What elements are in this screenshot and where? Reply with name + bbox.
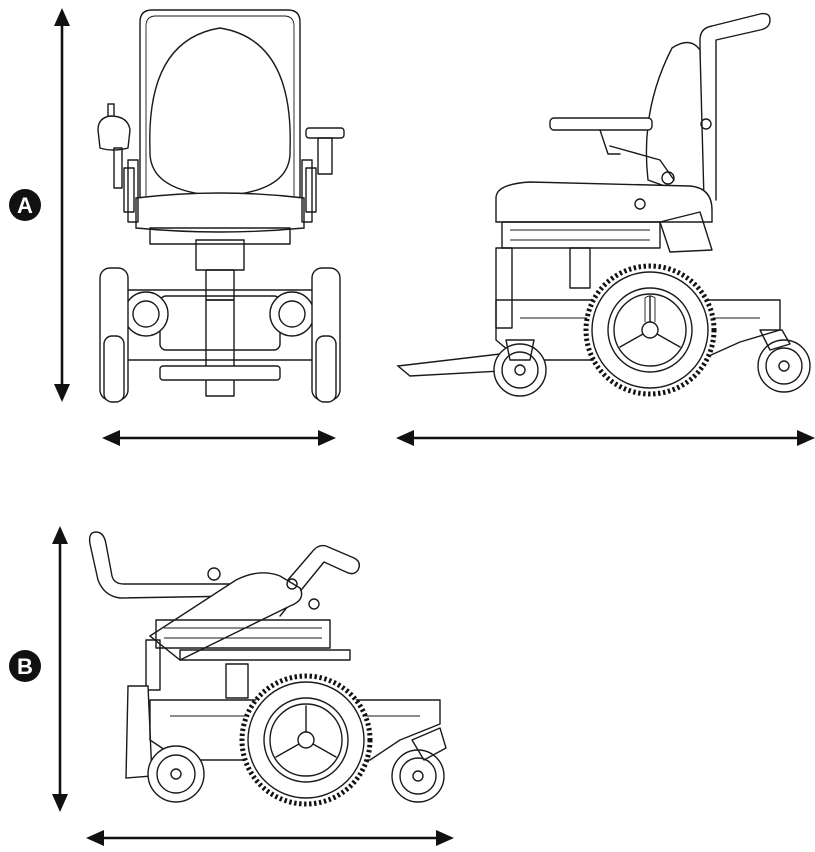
wheelchair-front-view xyxy=(97,9,345,403)
wheelchair-side-view xyxy=(396,12,811,397)
joystick-icon xyxy=(97,103,135,213)
arrow-height-a xyxy=(54,8,70,402)
arrow-width-front xyxy=(102,430,336,446)
badge-b-label: B xyxy=(17,654,33,679)
folded-rear-caster-icon xyxy=(391,727,447,803)
folded-drive-wheel-icon xyxy=(239,673,373,807)
badge-a-label: A xyxy=(17,193,33,218)
rear-caster-icon xyxy=(757,329,811,393)
badge-b: B xyxy=(9,650,41,682)
arrow-length-folded xyxy=(86,830,454,846)
wheelchair-folded-view xyxy=(88,531,447,807)
arrow-length-side xyxy=(396,430,815,446)
folded-front-caster-icon xyxy=(147,745,205,803)
drive-wheel-icon xyxy=(583,263,717,397)
badge-a: A xyxy=(9,189,41,221)
front-caster-icon xyxy=(493,339,547,397)
arrow-height-b xyxy=(52,526,68,812)
